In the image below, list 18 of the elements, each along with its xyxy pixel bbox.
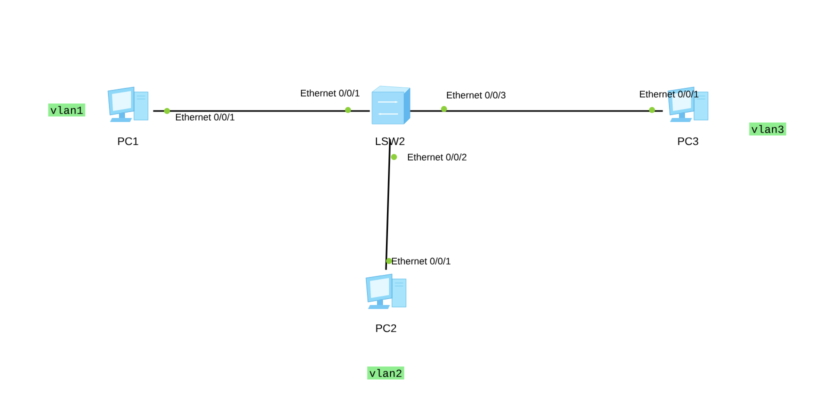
port-label: Ethernet 0/0/1 [392, 258, 450, 264]
vlan-tag: vlan1 [48, 103, 86, 117]
port-label: Ethernet 0/0/1 [176, 114, 234, 120]
vlan-tag: vlan2 [367, 366, 404, 380]
device-label: PC3 [678, 137, 698, 146]
port-label: Ethernet 0/0/1 [640, 90, 698, 98]
vlan-tag: vlan3 [749, 122, 786, 136]
device-label: PC2 [376, 324, 396, 332]
device-label: PC1 [118, 137, 138, 146]
switch-drawing [372, 86, 410, 124]
computer-drawing [366, 274, 406, 309]
link-line [153, 110, 370, 112]
port-label: Ethernet 0/0/1 [300, 90, 360, 96]
port-label: Ethernet 0/0/3 [447, 92, 506, 98]
computer-drawing [108, 86, 148, 122]
link-line [385, 139, 391, 270]
link-line [410, 110, 663, 112]
port-label: Ethernet 0/0/2 [408, 154, 466, 160]
